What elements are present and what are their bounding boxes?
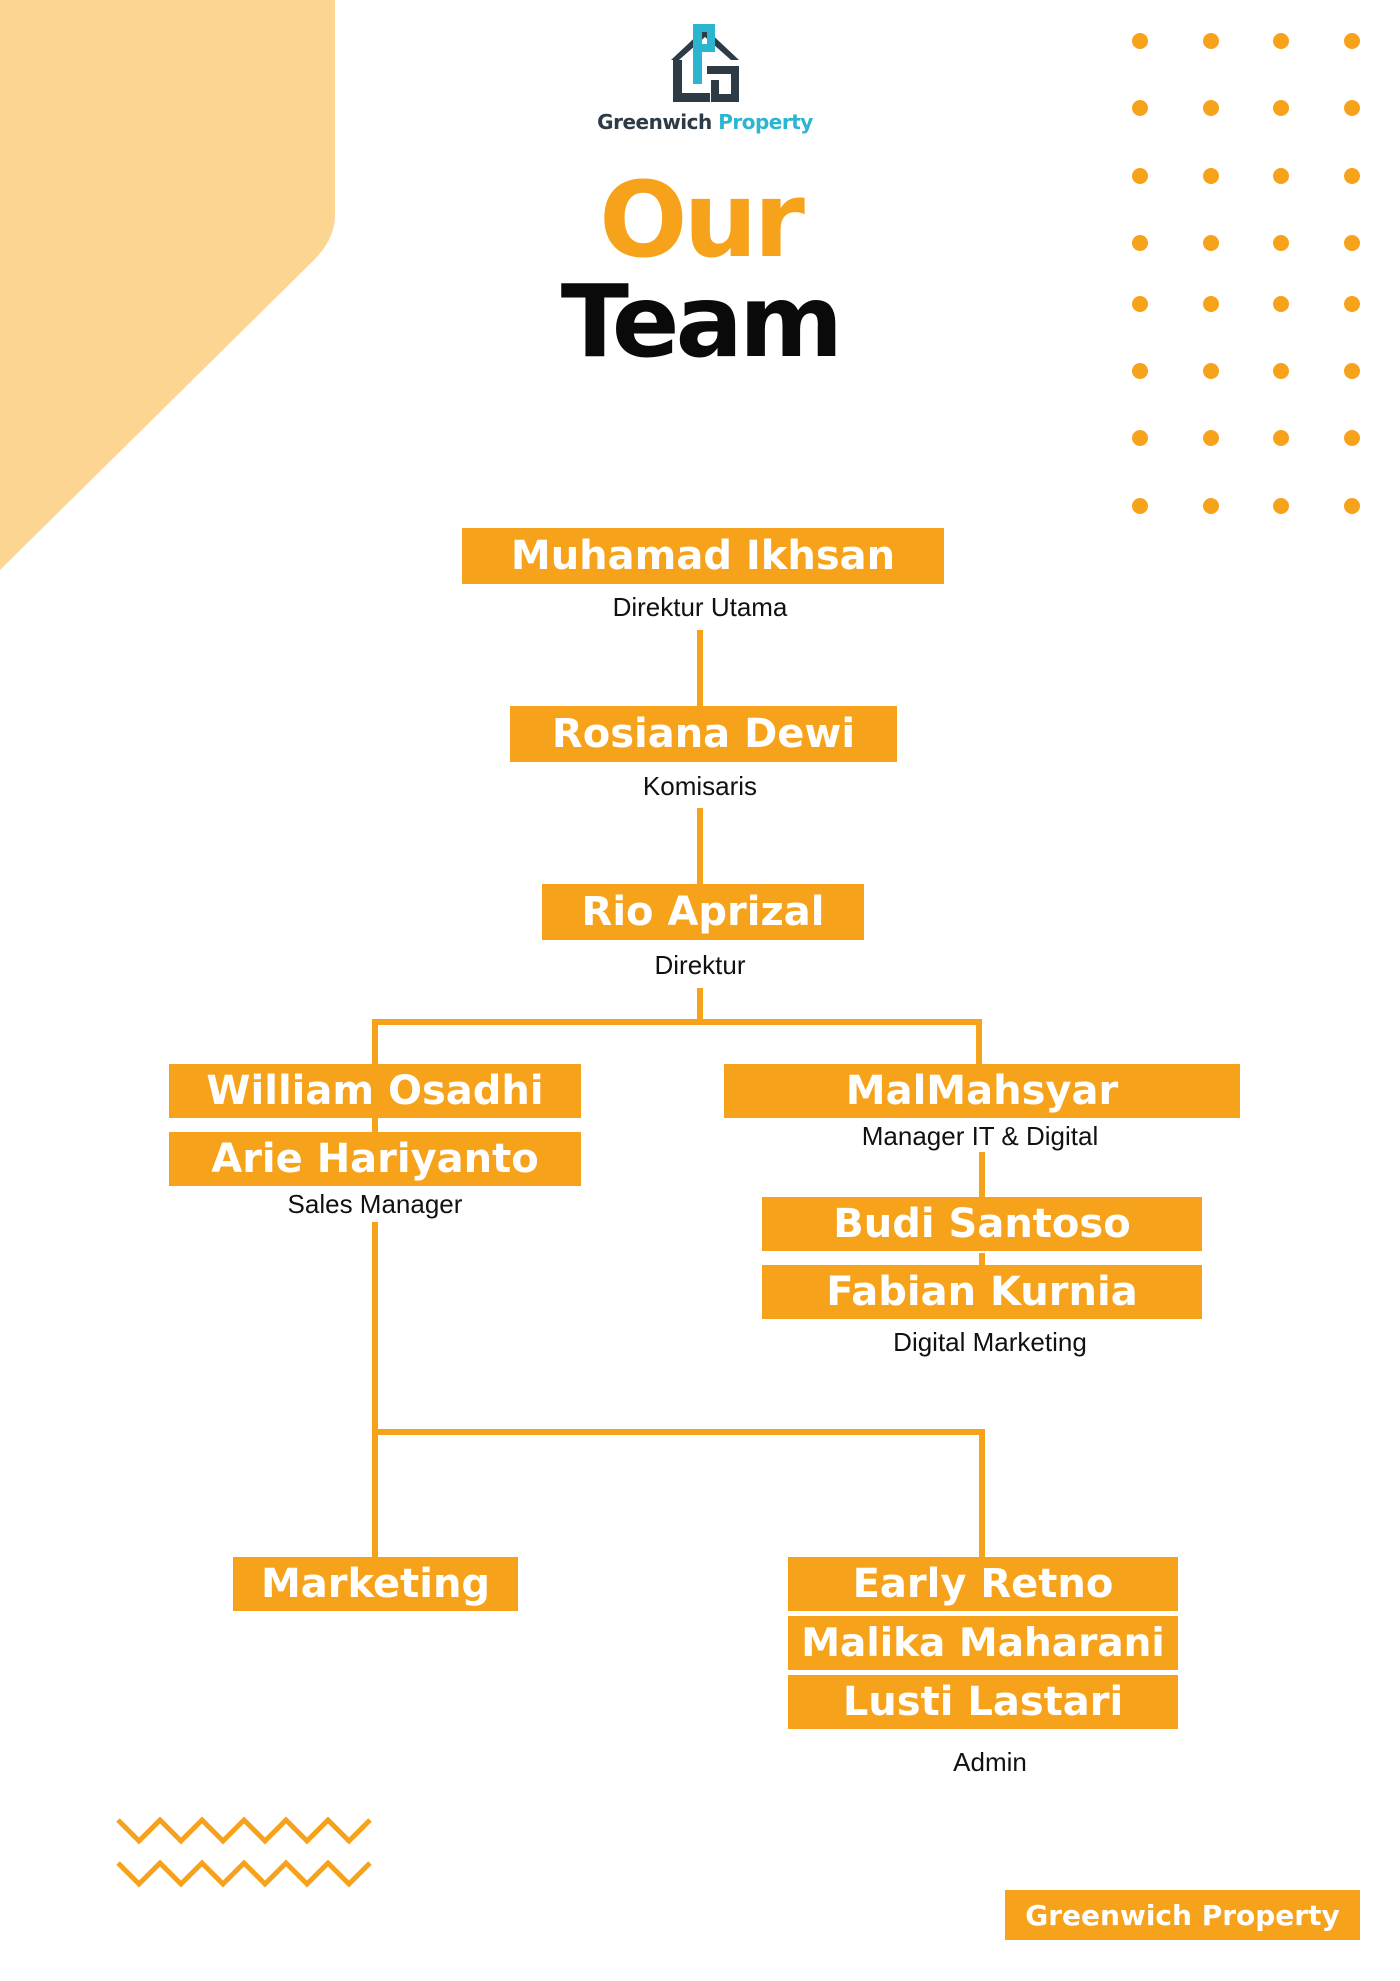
box-komisaris: Rosiana Dewi: [510, 706, 897, 762]
zigzag-decoration: [116, 1816, 372, 1888]
decorative-dot: [1132, 430, 1148, 446]
decorative-dot: [1273, 430, 1289, 446]
decorative-dot: [1132, 498, 1148, 514]
decorative-dot: [1203, 498, 1219, 514]
decorative-dot: [1344, 498, 1360, 514]
role-komisaris: Komisaris: [642, 771, 758, 801]
decorative-dot: [1132, 100, 1148, 116]
decorative-dot: [1132, 296, 1148, 312]
decorative-dot: [1344, 168, 1360, 184]
decorative-dot: [1273, 498, 1289, 514]
decorative-dot: [1273, 363, 1289, 379]
company-logo: Greenwich Property: [585, 20, 825, 140]
page-title-team: Team: [560, 263, 843, 380]
box-direktur-utama: Muhamad Ikhsan: [462, 528, 944, 584]
box-direktur: Rio Aprizal: [542, 884, 864, 940]
decorative-dot: [1203, 100, 1219, 116]
decorative-dot: [1203, 168, 1219, 184]
house-logo-icon: [671, 24, 739, 102]
decorative-dot: [1203, 430, 1219, 446]
decorative-dot: [1344, 235, 1360, 251]
decorative-dot: [1344, 363, 1360, 379]
decorative-dot: [1273, 235, 1289, 251]
footer-brand-badge: Greenwich Property: [1005, 1890, 1360, 1940]
box-admin-1: Early Retno: [788, 1557, 1178, 1611]
box-digital-2: Fabian Kurnia: [762, 1265, 1202, 1319]
decorative-dot: [1132, 33, 1148, 49]
box-admin-2: Malika Maharani: [788, 1616, 1178, 1670]
corner-decoration: [0, 0, 335, 570]
box-admin-3: Lusti Lastari: [788, 1675, 1178, 1729]
role-direktur-utama: Direktur Utama: [612, 592, 788, 622]
decorative-dot: [1344, 100, 1360, 116]
logo-word-greenwich: Greenwich: [597, 110, 712, 134]
decorative-dot: [1273, 168, 1289, 184]
role-digital-marketing: Digital Marketing: [893, 1327, 1087, 1357]
box-sales-1: William Osadhi: [169, 1064, 581, 1118]
box-marketing: Marketing: [233, 1557, 518, 1611]
decorative-dot: [1344, 33, 1360, 49]
logo-wordmark: Greenwich Property: [585, 110, 825, 134]
page-title-our: Our: [599, 159, 805, 281]
role-direktur: Direktur: [654, 950, 746, 980]
logo-word-property: Property: [718, 110, 813, 134]
decorative-dot: [1344, 430, 1360, 446]
box-it-manager: MalMahsyar: [724, 1064, 1240, 1118]
dot-grid-decoration: [1130, 30, 1390, 530]
decorative-dot: [1344, 296, 1360, 312]
decorative-dot: [1203, 33, 1219, 49]
decorative-dot: [1203, 235, 1219, 251]
decorative-dot: [1203, 296, 1219, 312]
role-admin: Admin: [953, 1747, 1027, 1777]
decorative-dot: [1132, 235, 1148, 251]
box-sales-2: Arie Hariyanto: [169, 1132, 581, 1186]
decorative-dot: [1132, 168, 1148, 184]
decorative-dot: [1132, 363, 1148, 379]
decorative-dot: [1273, 100, 1289, 116]
decorative-dot: [1273, 296, 1289, 312]
role-it-manager: Manager IT & Digital: [861, 1121, 1099, 1151]
role-sales-manager: Sales Manager: [287, 1189, 463, 1219]
decorative-dot: [1273, 33, 1289, 49]
box-digital-1: Budi Santoso: [762, 1197, 1202, 1251]
decorative-dot: [1203, 363, 1219, 379]
